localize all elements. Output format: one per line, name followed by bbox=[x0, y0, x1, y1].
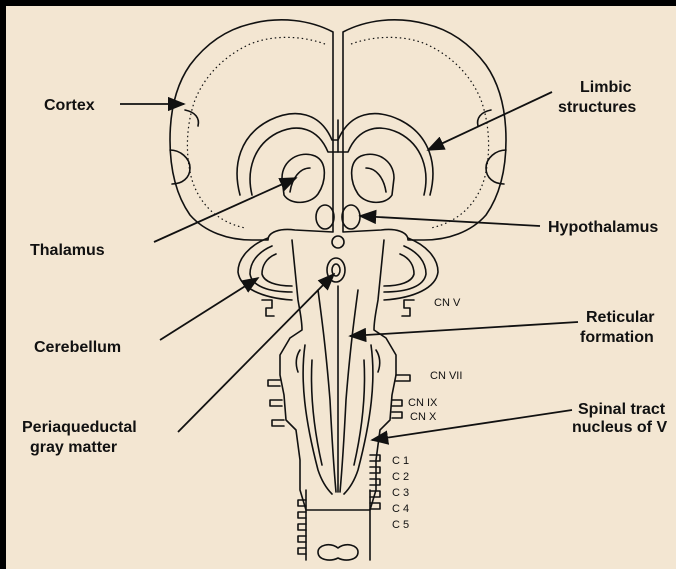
label-cn-v: CN V bbox=[434, 297, 461, 309]
label-spinal-line2: nucleus of V bbox=[572, 419, 667, 436]
arrow-reticular bbox=[350, 322, 578, 336]
label-c2: C 2 bbox=[392, 471, 409, 483]
label-cn-x: CN X bbox=[410, 411, 437, 423]
label-limbic-line2: structures bbox=[558, 99, 636, 116]
label-cerebellum: Cerebellum bbox=[34, 339, 121, 356]
brain-diagram: Cortex Limbic structures Thalamus Hypoth… bbox=[6, 6, 676, 569]
label-periaqueductal-line2: gray matter bbox=[30, 439, 117, 456]
arrow-periaqueductal bbox=[178, 274, 334, 432]
arrow-cerebellum bbox=[160, 278, 258, 340]
label-thalamus: Thalamus bbox=[30, 242, 105, 259]
label-cn-vii: CN VII bbox=[430, 370, 462, 382]
label-c3: C 3 bbox=[392, 487, 409, 499]
limbic-arches bbox=[237, 114, 433, 195]
brainstem bbox=[280, 240, 396, 510]
arrow-hypothalamus bbox=[360, 216, 540, 226]
label-cn-ix: CN IX bbox=[408, 397, 438, 409]
spinal-cord bbox=[298, 455, 380, 560]
thalamus-shapes bbox=[282, 154, 394, 202]
label-spinal-line1: Spinal tract bbox=[578, 401, 666, 418]
label-periaqueductal-line1: Periaqueductal bbox=[22, 419, 137, 436]
pointer-arrows bbox=[120, 92, 578, 440]
label-c1: C 1 bbox=[392, 455, 409, 467]
label-reticular-line2: formation bbox=[580, 329, 654, 346]
label-hypothalamus: Hypothalamus bbox=[548, 219, 658, 236]
label-c4: C 4 bbox=[392, 503, 409, 515]
hypothalamus-shapes bbox=[316, 205, 360, 248]
label-reticular-line1: Reticular bbox=[586, 309, 654, 326]
label-c5: C 5 bbox=[392, 519, 409, 531]
label-limbic-line1: Limbic bbox=[580, 79, 632, 96]
arrow-limbic bbox=[428, 92, 552, 150]
brain-drawing: Cortex Limbic structures Thalamus Hypoth… bbox=[6, 6, 676, 569]
label-cortex: Cortex bbox=[44, 97, 95, 114]
